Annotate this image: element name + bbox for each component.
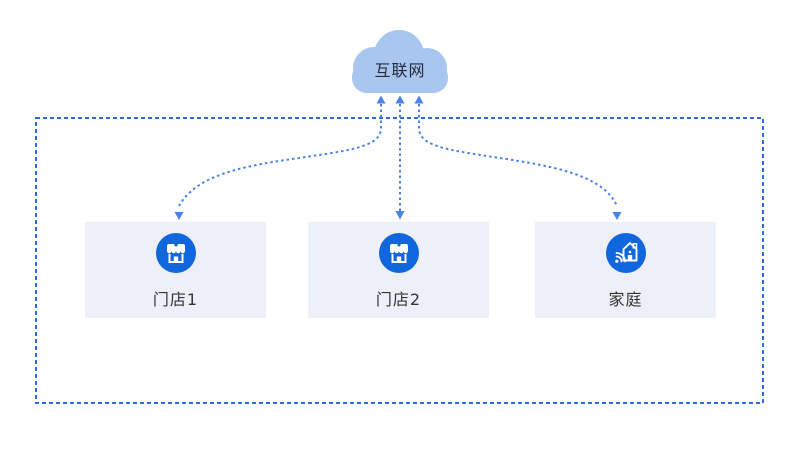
arrowhead-up-icon — [414, 95, 424, 104]
smart-home-icon — [605, 233, 646, 273]
connector-internet-store1 — [174, 95, 386, 220]
arrowhead-up-icon — [395, 95, 405, 104]
node-label: 门店1 — [152, 290, 199, 309]
storefront-icon — [155, 233, 196, 273]
arrowhead-down-icon — [612, 212, 622, 220]
node-label: 家庭 — [608, 290, 643, 309]
node-store2: 门店2 — [308, 222, 489, 318]
arrowhead-up-icon — [376, 95, 386, 104]
node-label: 门店2 — [375, 290, 422, 309]
network-boundary-box — [35, 117, 764, 404]
connector-internet-home — [414, 95, 622, 220]
cloud-shape — [352, 30, 448, 93]
internet-cloud-label: 互联网 — [374, 61, 426, 80]
node-store1: 门店1 — [85, 222, 266, 318]
arrowhead-down-icon — [395, 211, 405, 220]
arrowhead-down-icon — [174, 212, 184, 220]
storefront-icon — [378, 233, 419, 273]
node-home: 家庭 — [535, 222, 716, 318]
connector-internet-store2 — [395, 95, 405, 220]
